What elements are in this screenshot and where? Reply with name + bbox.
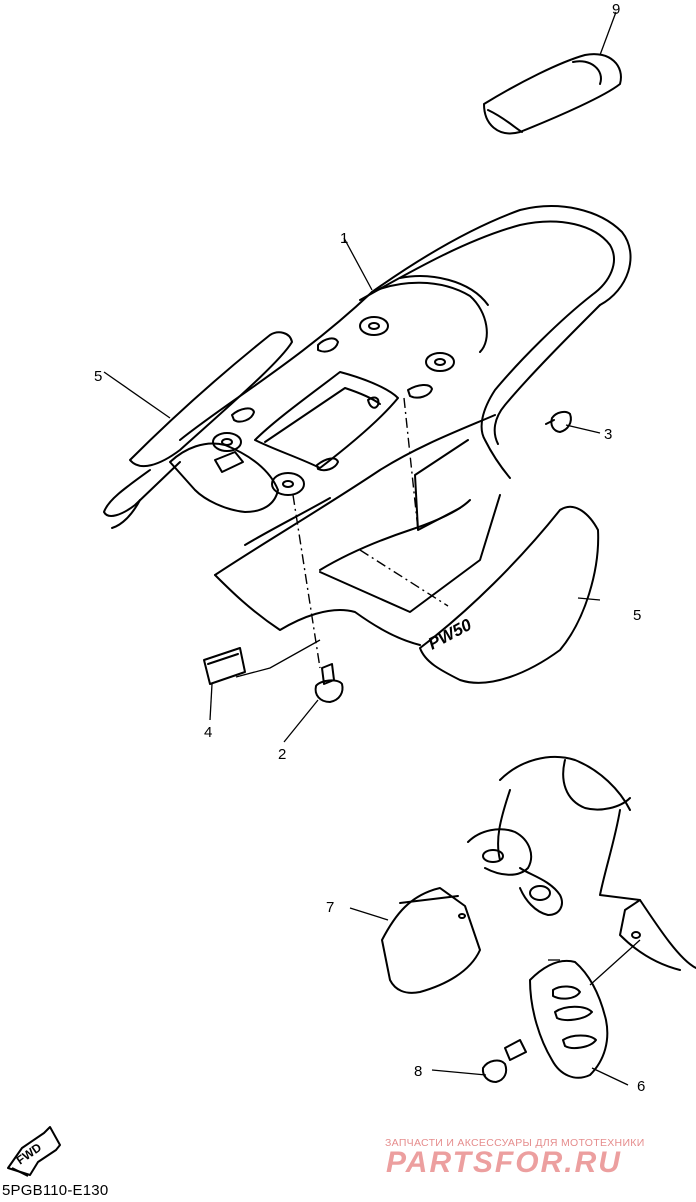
frame-section <box>467 756 696 971</box>
callout-8: 8 <box>414 1063 422 1080</box>
part-3-bolt <box>545 410 572 433</box>
part-5-left-reflector <box>129 331 293 468</box>
callout-4: 4 <box>204 724 212 741</box>
decal-logo-text: PW50 <box>425 615 475 654</box>
callout-9: 9 <box>612 1 620 18</box>
figure-code: 5PGB110-E130 <box>2 1182 109 1199</box>
part-6-heat-guard <box>529 960 609 1079</box>
part-7-cover <box>381 887 481 994</box>
callout-6: 6 <box>637 1078 645 1095</box>
callout-7: 7 <box>326 899 334 916</box>
part-2-bolt <box>314 663 344 703</box>
part-5-right-decal: PW50 <box>419 505 600 684</box>
callout-5-right: 5 <box>633 607 641 624</box>
part-8-bolt <box>481 1039 527 1083</box>
watermark-brand: PARTSFOR.RU <box>386 1146 622 1179</box>
part-4-small-pad <box>203 647 246 685</box>
fwd-arrow-icon: FWD <box>7 1126 61 1177</box>
callout-3: 3 <box>604 426 612 443</box>
part-9-pad <box>483 53 622 135</box>
callout-2: 2 <box>278 746 286 763</box>
callout-5-left: 5 <box>94 368 102 385</box>
callout-labels: 9 1 5 3 5 4 2 7 8 6 <box>94 1 645 1095</box>
center-lines <box>292 397 449 669</box>
leader-lines <box>103 11 641 1086</box>
callout-1: 1 <box>340 230 348 247</box>
watermark-tagline: ЗАПЧАСТИ И АКСЕССУАРЫ ДЛЯ МОТОТЕХНИКИ <box>385 1137 645 1149</box>
